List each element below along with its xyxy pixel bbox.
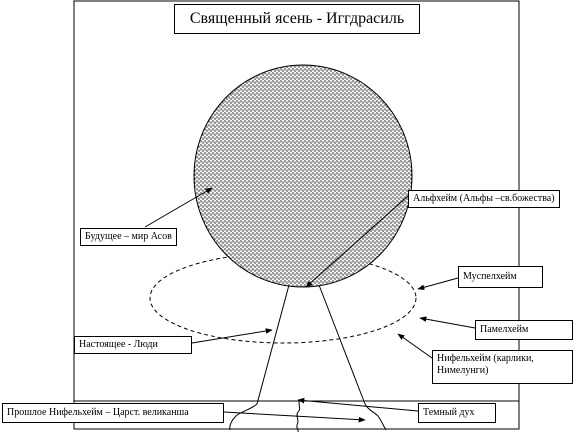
label-past: Прошлое Нифельхейм – Царст. великанша (2, 403, 224, 423)
trunk-right-line (318, 284, 366, 405)
diagram-title: Священный ясень - Иггдрасиль (174, 4, 420, 34)
arrow-alfheim (305, 195, 409, 288)
label-dark-spirit: Темный дух (418, 403, 496, 423)
arrow-future (144, 187, 213, 228)
arrow-present (191, 328, 273, 344)
middle-world-ring (149, 252, 417, 344)
frame-border (73, 0, 520, 430)
arrow-past (223, 411, 366, 423)
root-right (364, 403, 387, 431)
label-future: Будущее – мир Асов (80, 228, 177, 246)
arrow-pamelheim (419, 316, 476, 329)
tree-crown-circle (193, 64, 413, 288)
label-muspelheim: Муспелхейм (458, 266, 543, 288)
root-middle (296, 399, 301, 432)
label-niflheim-dwarves: Нифельхейм (карлики, Нимелунги) (432, 350, 573, 384)
arrow-niflheim-dwarves (397, 333, 433, 359)
label-alfheim: Альфхейм (Альфы –св.божества) (408, 190, 560, 208)
arrow-dark-spirit (297, 397, 419, 412)
root-left (229, 403, 258, 431)
trunk-left-line (256, 284, 290, 405)
label-pamelheim: Памелхейм (475, 320, 573, 340)
label-present: Настоящее - Люди (74, 336, 192, 354)
arrow-muspelheim (417, 277, 459, 291)
